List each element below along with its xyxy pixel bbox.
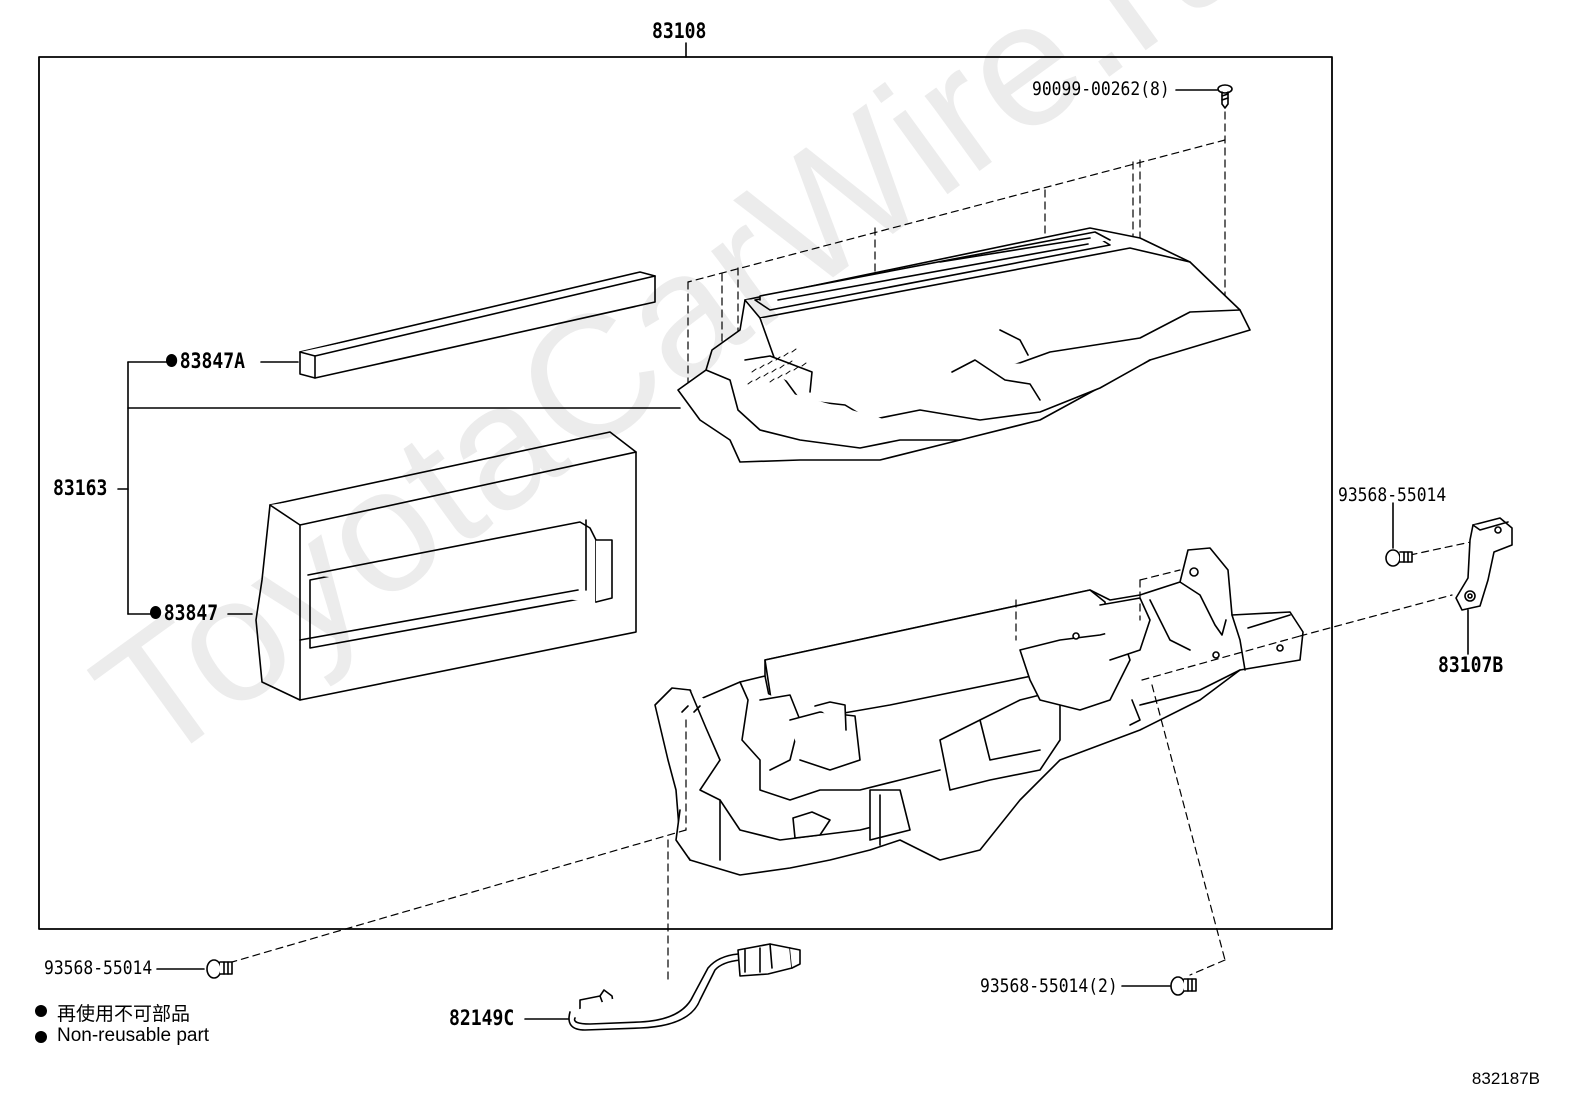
non-reusable-dot-icon bbox=[150, 605, 162, 619]
clip-bottom bbox=[1121, 976, 1197, 996]
label-83847: 83847 bbox=[150, 601, 219, 625]
label-93568-55014-left: 93568-55014 bbox=[44, 957, 153, 979]
legend-line-japanese: 再使用不可部品 bbox=[57, 1004, 191, 1025]
label-93568-55014-bottom: 93568-55014(2) bbox=[980, 975, 1118, 997]
clip-left bbox=[156, 959, 233, 979]
non-reusable-dot-icon bbox=[166, 353, 178, 367]
screw-top bbox=[1175, 84, 1233, 109]
lower-case bbox=[654, 547, 1304, 876]
upper-case bbox=[677, 227, 1251, 463]
filled-circle-icon bbox=[35, 1031, 47, 1043]
filled-circle-icon bbox=[35, 1005, 47, 1017]
label-83847A: 83847A bbox=[166, 349, 245, 373]
legend-line-english: Non-reusable part bbox=[57, 1025, 210, 1046]
label-83847A-text: 83847A bbox=[179, 349, 245, 373]
label-83847-text: 83847 bbox=[163, 601, 219, 625]
label-82149C: 82149C bbox=[449, 1006, 515, 1030]
part-83847A-strip bbox=[299, 271, 656, 379]
bracket-83107B bbox=[1455, 517, 1513, 655]
label-93568-55014-right: 93568-55014 bbox=[1338, 484, 1447, 506]
wire-82149C bbox=[524, 943, 801, 1031]
label-83163: 83163 bbox=[53, 476, 108, 500]
clip-right bbox=[1385, 502, 1413, 567]
label-83108: 83108 bbox=[652, 19, 707, 43]
diagram-reference: 832187B bbox=[1471, 1069, 1540, 1088]
label-90099-00262: 90099-00262(8) bbox=[1032, 78, 1170, 100]
group-bracket-83163 bbox=[117, 361, 681, 615]
label-83107B: 83107B bbox=[1438, 653, 1504, 677]
part-83847-frame bbox=[255, 431, 637, 701]
